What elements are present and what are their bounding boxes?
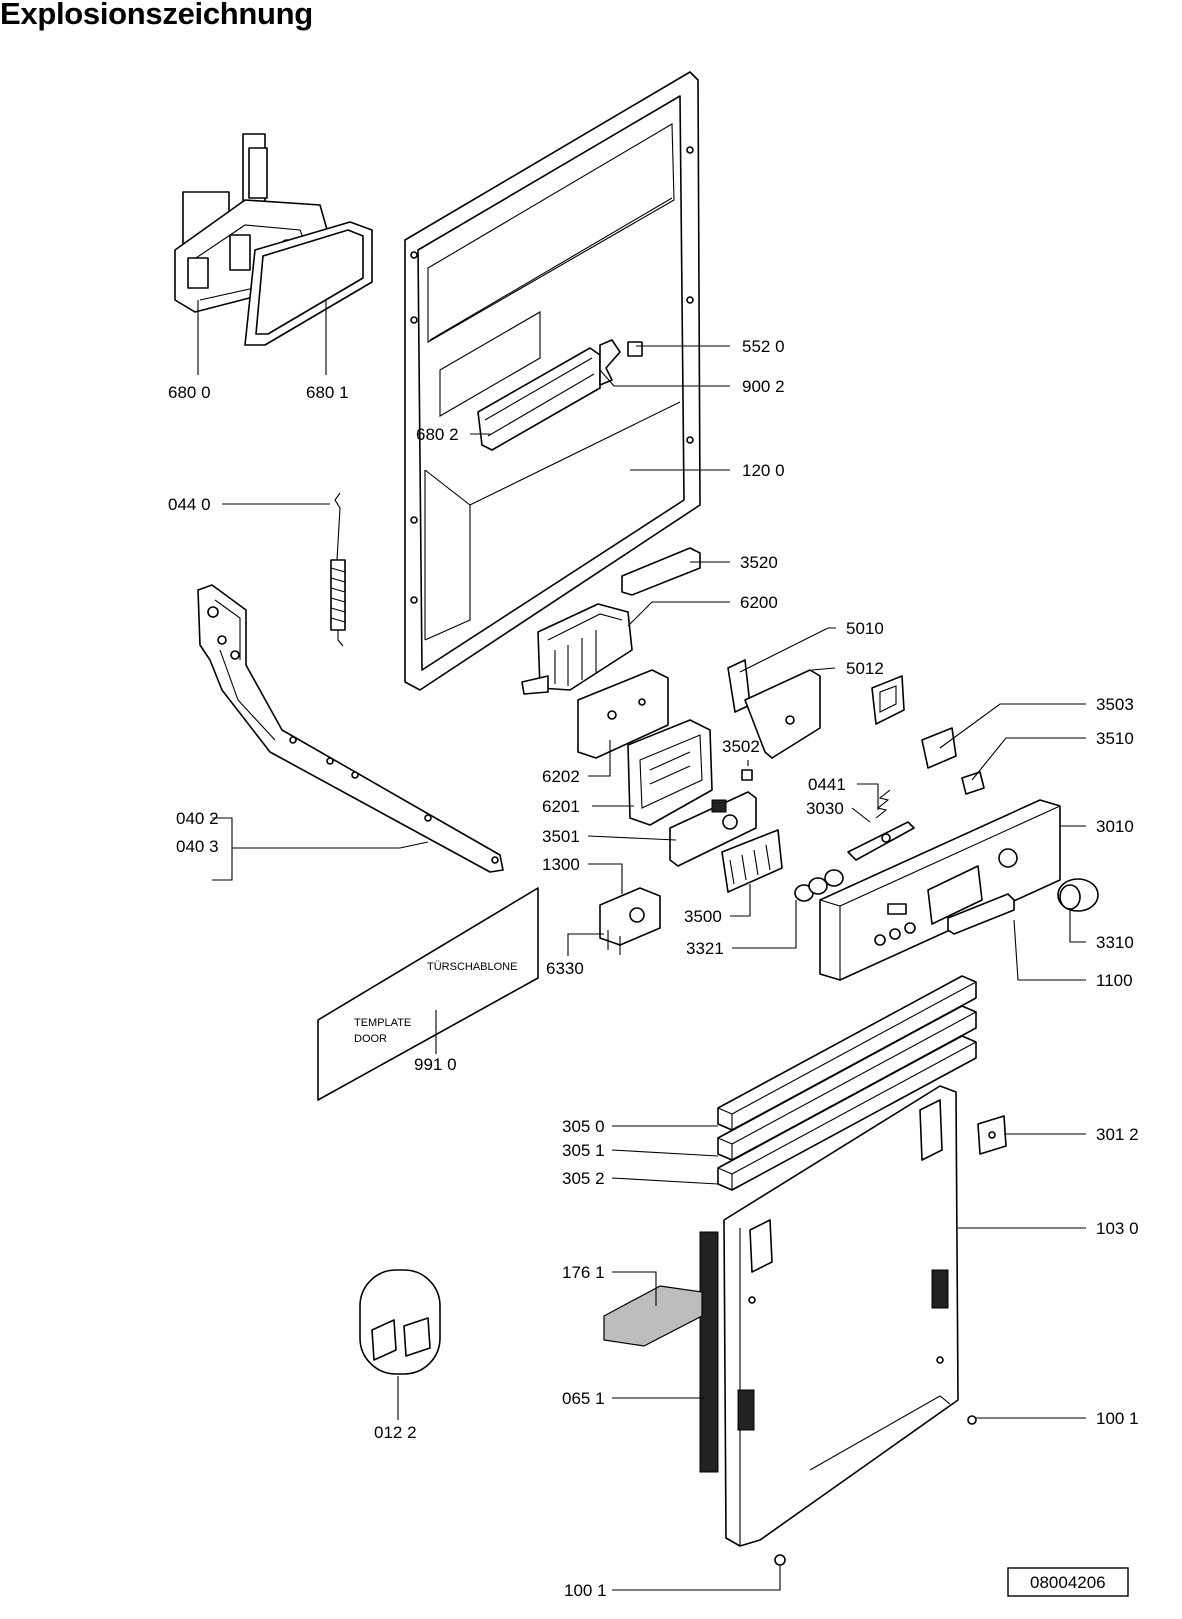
callout-0441: 0441 xyxy=(808,775,846,794)
callout-6200: 6200 xyxy=(740,593,778,612)
page-title: Explosionszeichnung xyxy=(0,0,313,31)
callout-5520: 552 0 xyxy=(742,337,785,356)
bracket-6201 xyxy=(627,719,713,826)
callout-6800: 680 0 xyxy=(168,383,211,402)
cover-3520 xyxy=(621,547,701,596)
insulation-strip-0651 xyxy=(699,1231,719,1473)
callout-6802: 680 2 xyxy=(416,425,459,444)
buttons-3321 xyxy=(794,869,844,902)
document-number-box: 08004206 xyxy=(1007,1567,1129,1597)
dispenser-assembly xyxy=(174,133,373,346)
clip-3510 xyxy=(961,771,985,795)
frame-5012 xyxy=(871,675,905,725)
callout-3502: 3502 xyxy=(722,737,760,756)
leader-lines xyxy=(197,300,1086,1591)
callout-3030: 3030 xyxy=(806,799,844,818)
document-number: 08004206 xyxy=(1030,1573,1106,1592)
callout-1001-right: 100 1 xyxy=(1096,1409,1139,1428)
callout-6330: 6330 xyxy=(546,959,584,978)
screw-1001-right xyxy=(967,1415,977,1425)
callout-1030: 103 0 xyxy=(1096,1219,1139,1238)
screw-1001-bottom xyxy=(774,1554,786,1566)
template-text-1: TÜRSCHABLONE xyxy=(427,961,517,973)
callout-3050: 305 0 xyxy=(562,1117,605,1136)
handle-insert-1100 xyxy=(947,893,1015,935)
callout-0122: 012 2 xyxy=(374,1423,417,1442)
template-text-2: TEMPLATE xyxy=(354,1017,411,1029)
module-6200 xyxy=(521,603,633,695)
control-panel-3010 xyxy=(819,799,1061,981)
door-template: TÜRSCHABLONE TEMPLATE DOOR xyxy=(317,887,539,1101)
callout-3052: 305 2 xyxy=(562,1169,605,1188)
hinge-arm xyxy=(197,584,504,873)
callout-0402: 040 2 xyxy=(176,809,219,828)
callout-9002: 900 2 xyxy=(742,377,785,396)
hook-9002 xyxy=(599,339,621,386)
callout-3012: 301 2 xyxy=(1096,1125,1139,1144)
spring-0441 xyxy=(875,789,891,819)
knob-3310 xyxy=(1057,878,1099,912)
callout-3310: 3310 xyxy=(1096,933,1134,952)
callout-0440: 044 0 xyxy=(168,495,211,514)
callout-3501: 3501 xyxy=(542,827,580,846)
board-3501 xyxy=(669,791,757,867)
latch-bracket xyxy=(477,347,601,451)
callout-0651: 065 1 xyxy=(562,1389,605,1408)
template-text-3: DOOR xyxy=(354,1033,387,1045)
bracket-bag-0122 xyxy=(359,1269,441,1375)
spring xyxy=(330,492,346,647)
callout-3321: 3321 xyxy=(686,939,724,958)
callout-1100: 1100 xyxy=(1096,971,1133,990)
door-lock xyxy=(599,887,661,955)
callout-0403: 040 3 xyxy=(176,837,219,856)
clip-5520 xyxy=(627,341,643,357)
callout-6202: 6202 xyxy=(542,767,580,786)
plate-3503 xyxy=(921,727,957,769)
callout-1200: 120 0 xyxy=(742,461,785,480)
callout-1001-bottom: 100 1 xyxy=(564,1581,607,1600)
switch-block-3500 xyxy=(721,829,783,893)
callout-1761: 176 1 xyxy=(562,1263,605,1282)
callout-3051: 305 1 xyxy=(562,1141,605,1160)
callout-3010: 3010 xyxy=(1096,817,1134,836)
callout-3500: 3500 xyxy=(684,907,722,926)
cover-6202 xyxy=(577,669,669,759)
callout-3510: 3510 xyxy=(1096,729,1134,748)
callout-3520: 3520 xyxy=(740,553,778,572)
callout-5012: 5012 xyxy=(846,659,884,678)
part-3502 xyxy=(741,769,753,781)
bracket-5010 xyxy=(727,659,821,759)
callout-9910: 991 0 xyxy=(414,1055,457,1074)
outer-door-panel xyxy=(723,1085,959,1547)
callout-6201: 6201 xyxy=(542,797,580,816)
callout-3503: 3503 xyxy=(1096,695,1134,714)
foam-block-1761 xyxy=(603,1285,703,1347)
callout-5010: 5010 xyxy=(846,619,884,638)
bracket-3012 xyxy=(977,1115,1007,1155)
callout-1300: 1300 xyxy=(542,855,580,874)
callout-6801: 680 1 xyxy=(306,383,349,402)
lever-3030 xyxy=(847,821,915,861)
callout-labels: 680 0 680 1 552 0 900 2 680 2 120 0 044 … xyxy=(168,337,1139,1600)
